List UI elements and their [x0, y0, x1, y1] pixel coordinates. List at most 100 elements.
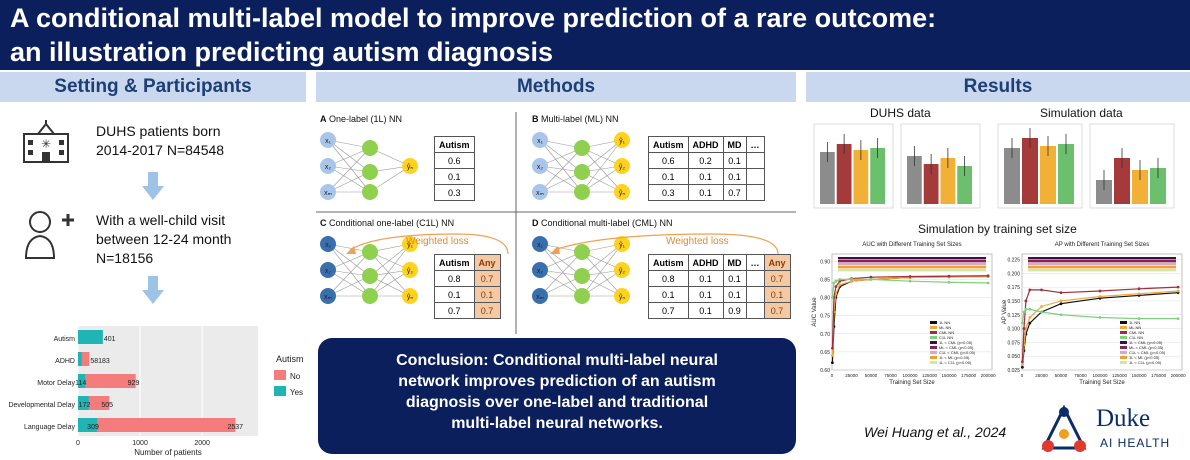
data-point	[834, 279, 838, 283]
poster-title-line2: an illustration predicting autism diagno…	[10, 37, 554, 67]
table-cell	[745, 270, 765, 287]
table-cell: 0.1	[687, 168, 724, 185]
data-point	[1024, 327, 1028, 330]
step2-text: With a well-child visit between 12-24 mo…	[96, 211, 231, 268]
legend-label: C1L NN	[1129, 335, 1143, 340]
output-node	[402, 288, 418, 304]
legend-swatch	[1120, 341, 1127, 344]
significance-band	[838, 260, 986, 263]
legend-label: CML NN	[1129, 330, 1144, 335]
result-bar	[1114, 158, 1130, 204]
weighted-loss-label-c: Weighted loss	[406, 236, 469, 247]
data-point	[986, 281, 990, 285]
data-point	[1020, 321, 1024, 325]
legend-label: ML < CML (p<0.05)	[939, 345, 974, 350]
data-point	[1137, 292, 1141, 296]
input-node	[320, 132, 336, 148]
legend-label: 1L < CML (p<0.05)	[939, 340, 973, 345]
input-node-label: x₂	[537, 164, 544, 171]
y-tick-label: 0.90	[820, 259, 830, 265]
output-node-label: ŷ₁	[407, 242, 414, 249]
input-node	[532, 132, 548, 148]
legend-label-yes: Yes	[290, 388, 303, 397]
data-point	[947, 274, 951, 278]
legend-swatch	[930, 331, 937, 334]
legend-swatch-no	[274, 370, 286, 380]
hospital-icon: ✳	[23, 120, 69, 163]
duhs-title: DUHS data	[870, 106, 931, 120]
legend-swatch	[930, 346, 937, 349]
section-setting: Setting & Participants	[0, 72, 306, 102]
table-header-cell: Autism	[434, 136, 475, 153]
edge	[581, 139, 623, 173]
legend-swatch	[1120, 331, 1127, 334]
edge	[369, 251, 411, 297]
title-banner: A conditional multi-label model to impro…	[0, 0, 1190, 70]
result-bar	[870, 148, 885, 204]
data-point	[832, 281, 836, 285]
legend-swatch	[1120, 361, 1127, 364]
input-node-label: xₘ	[324, 190, 332, 197]
edge	[539, 165, 583, 193]
legend-swatch	[930, 326, 937, 329]
table-cell: 0.1	[648, 168, 689, 185]
x-axis-label: Training Set Size	[889, 380, 935, 386]
hidden-node	[362, 268, 378, 284]
bar-yes	[78, 330, 103, 344]
legend-label: 1L NN	[1129, 320, 1140, 325]
data-point	[1020, 363, 1024, 366]
category-label: Language Delay	[24, 424, 75, 431]
table-cell: 0.7	[722, 184, 747, 201]
simulation-title: Simulation data	[1040, 106, 1123, 120]
legend-swatch	[1120, 321, 1127, 324]
arrow-down-icon	[142, 276, 164, 304]
output-node-label: ŷₙ	[407, 164, 414, 171]
significance-band	[838, 263, 986, 266]
legend-swatch	[1120, 326, 1127, 329]
table-header-cell: MD	[722, 136, 747, 153]
data-point	[1098, 295, 1102, 298]
data-point	[830, 361, 834, 365]
table-cell: 0.9	[722, 302, 747, 319]
legend-swatch	[930, 341, 937, 344]
edge	[327, 165, 371, 193]
y-tick-label: 0.100	[1007, 327, 1020, 333]
author-credit: Wei Huang et al., 2024	[864, 424, 1007, 440]
bar-no	[78, 418, 236, 432]
section-methods: Methods	[316, 72, 796, 102]
result-bar	[853, 150, 869, 204]
data-point	[869, 275, 873, 279]
table-cell	[745, 168, 765, 185]
bar-no	[78, 352, 90, 366]
auc-chart-title: AUC with Different Training Set Sizes	[862, 242, 961, 248]
result-bar	[820, 152, 835, 204]
output-node	[614, 158, 630, 174]
table-row: 0.3	[434, 184, 475, 201]
significance-band	[838, 266, 986, 269]
edge	[327, 139, 371, 193]
conclusion-line4: multi-label neural networks.	[451, 415, 663, 432]
output-node	[614, 236, 630, 252]
methods-dividers	[316, 112, 796, 334]
x-tick-label: 1000	[132, 440, 148, 447]
y-tick-label: 0.200	[1007, 271, 1020, 277]
data-point	[908, 279, 912, 283]
step1-line2: 2014-2017 N=84548	[96, 142, 225, 158]
legend-label: 1L NN	[939, 320, 950, 325]
edge	[327, 139, 371, 173]
legend-label: ML NN	[1129, 325, 1141, 330]
ap-line-chart: 0.0250.0500.0750.1000.1250.1500.1750.200…	[1002, 242, 1186, 386]
data-point	[838, 277, 842, 281]
edge	[327, 243, 371, 297]
x-axis-label: Training Set Size	[1079, 380, 1125, 386]
table-header-cell: Autism	[648, 136, 689, 153]
legend-label: C1L < CML (p<0.05)	[939, 350, 976, 355]
data-point	[1040, 305, 1043, 308]
edge	[581, 251, 623, 297]
